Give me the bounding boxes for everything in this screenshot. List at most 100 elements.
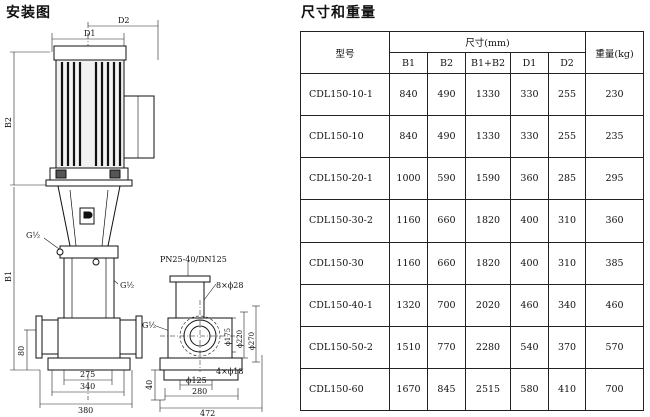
cell-weight: 570 xyxy=(585,325,645,369)
label-g-half-side: G½ xyxy=(142,321,156,330)
label-phi125: ϕ125 xyxy=(186,376,207,385)
cell-b2: 660 xyxy=(427,241,466,285)
dimensions-weight-table: 型号 尺寸(mm) 重量(kg) B1 B2 B1+B2 D1 D2 CDL15… xyxy=(300,31,645,412)
label-275: 275 xyxy=(80,370,95,379)
table-row: CDL150-20-1 1000 590 1590 360 285 295 xyxy=(300,157,645,201)
cell-b1b2: 2280 xyxy=(465,325,511,369)
cell-b1b2: 1820 xyxy=(465,199,511,243)
cell-model: CDL150-60 xyxy=(300,367,390,412)
cell-b2: 490 xyxy=(427,72,466,117)
label-b1: B1 xyxy=(4,271,13,282)
header-model: 型号 xyxy=(300,31,390,74)
label-d1: D1 xyxy=(84,29,96,38)
cell-b1b2: 1590 xyxy=(465,157,511,201)
cell-model: CDL150-40-1 xyxy=(300,283,390,327)
label-b2: B2 xyxy=(4,117,13,128)
cell-weight: 295 xyxy=(585,157,645,201)
cell-model: CDL150-10-1 xyxy=(300,72,390,117)
label-g-half-left: G½ xyxy=(26,231,40,240)
cell-d2: 370 xyxy=(547,325,587,369)
cell-d2: 310 xyxy=(547,241,587,285)
cell-model: CDL150-10 xyxy=(300,115,390,159)
dimensions-heading: 尺寸和重量 xyxy=(301,5,376,21)
label-380: 380 xyxy=(78,406,93,415)
header-b1b2: B1+B2 xyxy=(465,52,511,74)
installation-heading: 安装图 xyxy=(6,5,51,21)
label-flange-spec: PN25-40/DN125 xyxy=(160,255,227,264)
cell-d1: 540 xyxy=(510,325,549,369)
cell-model: CDL150-20-1 xyxy=(300,157,390,201)
header-d1: D1 xyxy=(510,52,549,74)
cell-d2: 255 xyxy=(547,72,587,117)
label-472: 472 xyxy=(200,409,215,417)
cell-b1: 1160 xyxy=(389,241,428,285)
cell-weight: 460 xyxy=(585,283,645,327)
label-d2: D2 xyxy=(118,16,130,25)
table-row: CDL150-10 840 490 1330 330 255 235 xyxy=(300,115,645,159)
table-row: CDL150-50-2 1510 770 2280 540 370 570 xyxy=(300,325,645,369)
table-row: CDL150-30 1160 660 1820 400 310 385 xyxy=(300,241,645,285)
cell-d1: 460 xyxy=(510,283,549,327)
label-bolts-top: 8×ϕ28 xyxy=(216,281,243,290)
cell-b1b2: 1330 xyxy=(465,72,511,117)
cell-weight: 235 xyxy=(585,115,645,159)
label-g-half-drain: G½ xyxy=(120,281,134,290)
cell-b1b2: 1820 xyxy=(465,241,511,285)
cell-model: CDL150-30 xyxy=(300,241,390,285)
cell-d2: 255 xyxy=(547,115,587,159)
cell-b1: 1670 xyxy=(389,367,428,412)
cell-d2: 310 xyxy=(547,199,587,243)
cell-b2: 590 xyxy=(427,157,466,201)
cell-b1b2: 1330 xyxy=(465,115,511,159)
label-340: 340 xyxy=(80,382,95,391)
header-b1: B1 xyxy=(389,52,428,74)
label-80: 80 xyxy=(17,346,26,356)
cell-d1: 580 xyxy=(510,367,549,412)
cell-b1b2: 2515 xyxy=(465,367,511,412)
cell-d1: 400 xyxy=(510,241,549,285)
cell-d1: 330 xyxy=(510,72,549,117)
table-row: CDL150-40-1 1320 700 2020 460 340 460 xyxy=(300,283,645,327)
header-dimensions: 尺寸(mm) xyxy=(388,31,587,53)
cell-weight: 385 xyxy=(585,241,645,285)
cell-b1: 840 xyxy=(389,72,428,117)
installation-drawing: D1 D2 B2 B1 80 275 340 380 G½ G½ G½ PN25… xyxy=(4,16,263,417)
label-phi175: ϕ175 xyxy=(224,328,232,346)
cell-b2: 770 xyxy=(427,325,466,369)
label-phi270: ϕ270 xyxy=(248,332,256,350)
label-phi220: ϕ220 xyxy=(236,330,244,348)
dimension-lines xyxy=(10,20,263,412)
cell-b1: 1160 xyxy=(389,199,428,243)
label-40: 40 xyxy=(145,380,154,390)
label-280: 280 xyxy=(192,387,207,396)
cell-model: CDL150-30-2 xyxy=(300,199,390,243)
cell-weight: 360 xyxy=(585,199,645,243)
cell-d2: 285 xyxy=(547,157,587,201)
cell-b1: 1000 xyxy=(389,157,428,201)
cell-model: CDL150-50-2 xyxy=(300,325,390,369)
cell-b1b2: 2020 xyxy=(465,283,511,327)
cell-b2: 845 xyxy=(427,367,466,412)
cell-b2: 490 xyxy=(427,115,466,159)
cell-d1: 330 xyxy=(510,115,549,159)
cell-d2: 410 xyxy=(547,367,587,412)
cell-b2: 700 xyxy=(427,283,466,327)
cell-weight: 700 xyxy=(585,367,645,412)
table-row: CDL150-30-2 1160 660 1820 400 310 360 xyxy=(300,199,645,243)
table-row: CDL150-10-1 840 490 1330 330 255 230 xyxy=(300,72,645,117)
cell-b1: 1510 xyxy=(389,325,428,369)
header-d2: D2 xyxy=(547,52,587,74)
cell-d1: 400 xyxy=(510,199,549,243)
header-weight: 重量(kg) xyxy=(585,31,645,74)
pump-front-view xyxy=(35,45,155,371)
header-b2: B2 xyxy=(427,52,466,74)
cell-b1: 1320 xyxy=(389,283,428,327)
cell-d1: 360 xyxy=(510,157,549,201)
pump-side-view xyxy=(159,275,243,381)
cell-b1: 840 xyxy=(389,115,428,159)
cell-b2: 660 xyxy=(427,199,466,243)
table-row: CDL150-60 1670 845 2515 580 410 700 xyxy=(300,367,645,412)
cell-weight: 230 xyxy=(585,72,645,117)
cell-d2: 340 xyxy=(547,283,587,327)
label-bolts-bottom: 4×ϕ18 xyxy=(216,367,243,376)
